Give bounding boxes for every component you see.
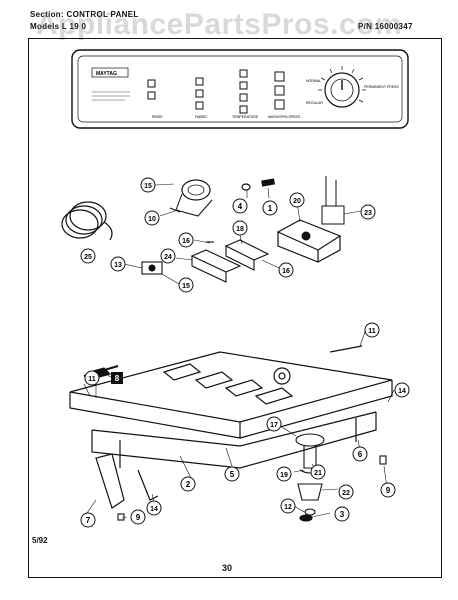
revision-date: 5/92 [32,536,48,545]
callout-9-lower-left: 9 [130,509,146,525]
callout-5: 5 [224,466,240,482]
models-value: L 19 0 [61,22,87,31]
pressure-switch-illustration [117,433,387,522]
section-value: CONTROL PANEL [66,10,139,19]
callout-1: 1 [262,200,278,216]
callout-18-label: 18 [236,226,244,233]
page-number: 30 [222,563,233,573]
callout-15-upper: 15 [140,177,156,193]
diagram-frame [28,38,442,578]
panel-wash-spin-text: WASH/SPIN SPEED [268,115,301,119]
callout-6: 6 [352,446,368,462]
callout-16b-label: 16 [282,268,290,275]
control-panel-illustration [71,49,409,129]
callout-19: 19 [276,466,292,482]
callout-9-right: 9 [380,482,396,498]
callout-14a-label: 14 [398,388,406,395]
callout-24: 24 [160,248,176,264]
callout-11-upper: 11 [364,322,380,338]
callout-11a-label: 11 [368,328,376,335]
callout-14b-label: 14 [150,506,158,513]
callout-16-upper: 16 [178,232,194,248]
callout-20: 20 [289,192,305,208]
callout-22-label: 22 [342,490,350,497]
callout-2: 2 [180,476,196,492]
callout-1-label: 1 [268,204,273,213]
callout-14-lower: 14 [146,500,162,516]
timer-motor-illustration [169,179,213,217]
callout-23: 23 [360,204,376,220]
panel-permanent-press-text: PERMANENT PRESS [364,85,399,89]
callout-9a-label: 9 [136,513,141,522]
callout-25-label: 25 [84,254,92,261]
callout-10-label: 10 [148,216,156,223]
callout-16a-label: 16 [182,238,190,245]
callout-11b-label: 11 [88,376,96,383]
callout-8: 8 [111,372,123,384]
callout-13: 13 [110,256,126,272]
callout-22: 22 [338,484,354,500]
panel-normal-text: NORMAL [306,79,321,83]
callout-15a-label: 15 [144,183,152,190]
panel-temperature-text: TEMPERATURE [232,115,259,119]
pn-value: 16000347 [374,22,413,31]
callout-20-label: 20 [293,198,301,205]
section-heading: Section: CONTROL PANEL [30,10,139,19]
callout-2-label: 2 [186,480,191,489]
console-frame-illustration [69,345,393,509]
callout-12-label: 12 [284,504,292,511]
callout-8-label: 8 [115,374,120,383]
callout-21: 21 [310,464,326,480]
callout-3: 3 [334,506,350,522]
callout-9b-label: 9 [386,486,391,495]
models-label: Models [30,22,60,31]
callout-19-label: 19 [280,472,288,479]
panel-brand-text: MAYTAG [96,71,117,77]
knob-shaft-illustration [241,178,276,191]
callout-4-label: 4 [238,202,243,211]
callout-14-right: 14 [394,382,410,398]
part-number: P/N 16000347 [358,22,413,31]
callout-17-label: 17 [270,422,278,429]
watermark: AppliancePartsPros.com [36,8,403,41]
callout-15b-label: 15 [182,283,190,290]
callout-11-left: 11 [84,370,100,386]
callout-6-label: 6 [358,450,363,459]
callout-5-label: 5 [230,470,235,479]
pn-label: P/N [358,22,373,31]
panel-regular-text: REGULAR [306,101,323,105]
section-label: Section: [30,10,64,19]
panel-rinse-text: RINSE [152,115,163,119]
callout-24-label: 24 [164,254,172,261]
models-heading: Models L 19 0 [30,22,86,31]
panel-fabric-text: FABRIC [195,115,208,119]
callout-3-label: 3 [340,510,345,519]
callout-4: 4 [232,198,248,214]
callout-7: 7 [80,512,96,528]
callout-23-label: 23 [364,210,372,217]
callout-17: 17 [266,416,282,432]
callout-10: 10 [144,210,160,226]
wire-harness-illustration [61,201,113,241]
callout-16-lower: 16 [278,262,294,278]
switch-assemblies-illustration [141,239,270,283]
callout-18: 18 [232,220,248,236]
timer-assembly-illustration [276,176,345,263]
callout-15-lower: 15 [178,277,194,293]
callout-25: 25 [80,248,96,264]
callout-13-label: 13 [114,262,122,269]
callout-21-label: 21 [314,470,322,477]
panel-dial-ticks [318,66,366,103]
callout-12: 12 [280,498,296,514]
callout-7-label: 7 [86,516,91,525]
